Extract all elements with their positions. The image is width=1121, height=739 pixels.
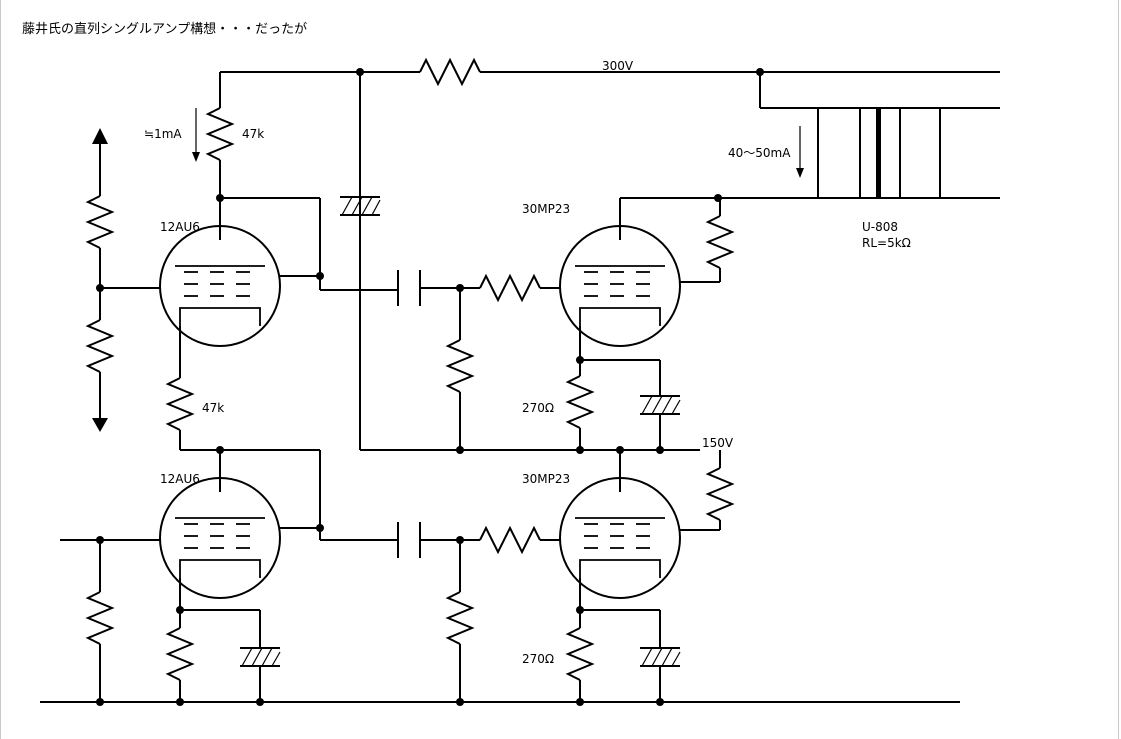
- label-r-cathode-lower: 270Ω: [522, 652, 554, 666]
- current-arrowhead-output: [796, 168, 804, 178]
- input-divider-upper: [85, 128, 160, 432]
- grid-resistor-lower-input: [85, 591, 115, 645]
- grid-stopper-lower: [479, 525, 541, 555]
- label-tube-driver-lower: 12AU6: [160, 472, 200, 486]
- coupling-capacitor-lower: [397, 522, 421, 558]
- label-r-plate-lower: 47k: [202, 401, 224, 415]
- tube-driver-upper: [159, 225, 281, 347]
- screen-resistor-upper: [705, 215, 735, 269]
- grid-leak-upper: [445, 339, 475, 393]
- bypass-capacitor-top: [340, 196, 381, 216]
- cathode-bypass-capacitor-lower: [640, 647, 681, 667]
- grid-stopper-upper: [479, 273, 541, 303]
- interstage-resistor: [165, 377, 195, 431]
- cathode-bypass-capacitor-upper: [640, 395, 681, 415]
- label-transformer: U-808: [862, 220, 898, 234]
- b-plus-rail: [220, 57, 1000, 87]
- label-r-plate-upper: 47k: [242, 127, 264, 141]
- label-r-cathode-upper: 270Ω: [522, 401, 554, 415]
- plate-resistor-upper: [205, 72, 235, 198]
- window-border-right: [1118, 0, 1119, 739]
- label-current-drive: ≒1mA: [144, 127, 182, 141]
- label-tube-driver-upper: 12AU6: [160, 220, 200, 234]
- grid-leak-lower: [445, 591, 475, 645]
- cathode-resistor-lower: [565, 627, 595, 681]
- junction-dots: [96, 68, 764, 706]
- screen-resistor-lower: [705, 467, 735, 521]
- cathode-resistor-upper: [565, 375, 595, 429]
- label-b-plus: 300V: [602, 59, 634, 73]
- label-mid-supply: 150V: [702, 436, 734, 450]
- current-arrowhead-upper: [192, 152, 200, 162]
- tube-output-upper: [559, 225, 681, 347]
- label-load: RL=5kΩ: [862, 236, 911, 250]
- coupling-capacitor-upper: [397, 270, 421, 306]
- output-transformer: [817, 107, 941, 199]
- cathode-bypass-capacitor-lower-driver: [240, 647, 281, 667]
- window-border-left: [0, 0, 1, 739]
- tube-driver-lower: [159, 477, 281, 599]
- cathode-resistor-lower-driver: [165, 627, 195, 681]
- label-tube-output-lower: 30MP23: [522, 472, 570, 486]
- diagram-title: 藤井氏の直列シングルアンプ構想・・・だったが: [22, 22, 308, 37]
- tube-output-lower: [559, 477, 681, 599]
- label-tube-output-upper: 30MP23: [522, 202, 570, 216]
- label-current-output: 40～50mA: [728, 146, 791, 160]
